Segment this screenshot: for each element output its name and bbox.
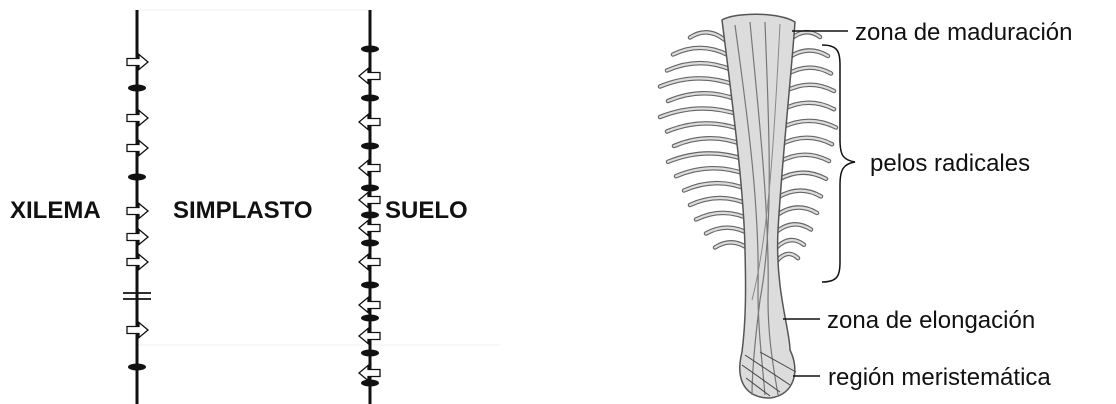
label-pelos-radicales: pelos radicales <box>870 150 1030 177</box>
seal-mark <box>361 315 379 322</box>
seal-mark <box>361 95 379 102</box>
label-zona-maduracion: zona de maduración <box>855 19 1072 46</box>
root-illustration <box>660 14 836 398</box>
seal-mark <box>361 185 379 192</box>
simplasto-label: SIMPLASTO <box>173 197 313 224</box>
seal-mark <box>128 174 146 181</box>
seal-mark <box>361 380 379 387</box>
seal-mark <box>361 143 379 150</box>
seal-mark <box>361 46 379 53</box>
seal-mark <box>361 350 379 357</box>
label-zona-elongacion: zona de elongación <box>827 307 1035 334</box>
seal-mark <box>128 364 146 371</box>
root-body <box>722 14 795 398</box>
brace-pelos <box>822 45 855 282</box>
seal-mark <box>361 240 379 247</box>
root-hair-core <box>690 198 750 205</box>
seal-mark <box>361 212 379 219</box>
label-region-meristematica: región meristemática <box>828 364 1051 391</box>
seal-mark <box>128 85 146 92</box>
seal-mark <box>361 282 379 289</box>
xilema-label: XILEMA <box>10 197 101 224</box>
suelo-label: SUELO <box>385 197 468 224</box>
